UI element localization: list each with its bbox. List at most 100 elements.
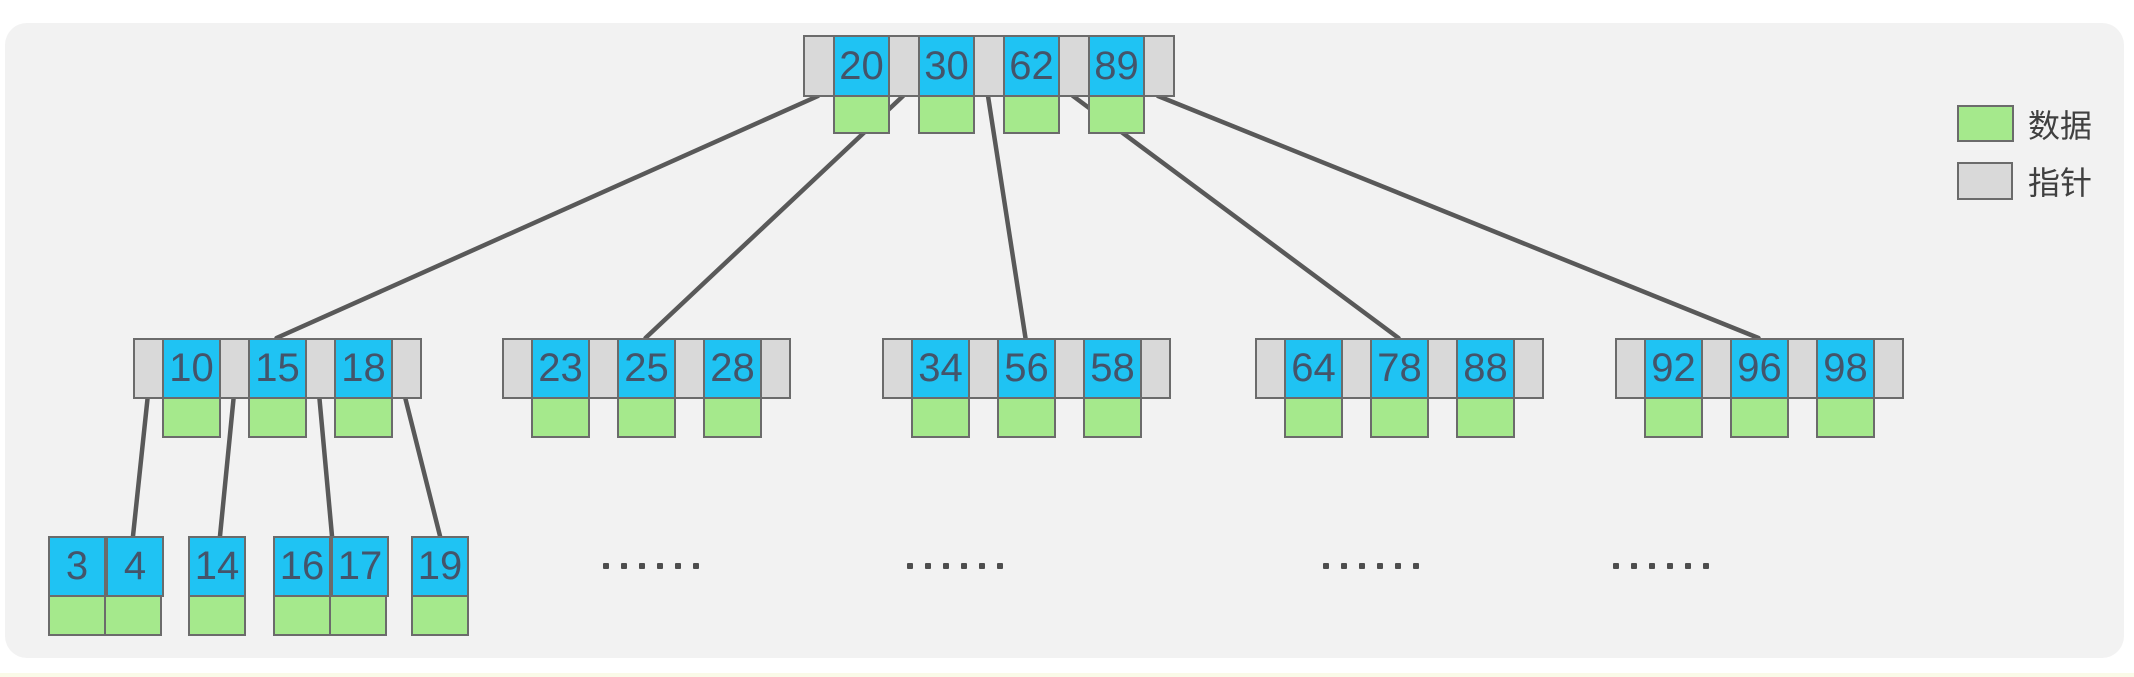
leaf-key-cell: 3 xyxy=(48,536,106,597)
data-cell xyxy=(104,595,162,636)
connector-line xyxy=(985,93,1028,341)
key-value: 98 xyxy=(1823,346,1868,390)
key-value: 30 xyxy=(924,43,969,88)
internal-node: 10 15 18 xyxy=(133,338,422,438)
data-cell xyxy=(1816,397,1875,438)
leaf-key-cell: 16 xyxy=(273,536,331,597)
data-cell xyxy=(48,595,106,636)
data-cell xyxy=(1730,397,1789,438)
pointer-swatch xyxy=(1957,162,2013,200)
key-value: 23 xyxy=(538,346,583,390)
dot xyxy=(639,563,645,569)
pointer-cell xyxy=(888,35,920,97)
dot xyxy=(603,563,609,569)
key-value: 14 xyxy=(194,544,240,588)
data-cell xyxy=(1644,397,1703,438)
data-cell xyxy=(918,95,975,134)
ellipsis-dots xyxy=(1323,563,1419,569)
data-cell xyxy=(911,397,970,438)
key-cell: 96 xyxy=(1730,338,1789,399)
connector-line xyxy=(1155,93,1761,341)
ellipsis-dots xyxy=(907,563,1003,569)
pointer-cell xyxy=(502,338,533,399)
dot xyxy=(1395,563,1401,569)
connector-line xyxy=(1070,93,1401,341)
key-value: 62 xyxy=(1009,43,1054,88)
dot xyxy=(1703,563,1709,569)
key-value: 58 xyxy=(1090,346,1135,390)
data-cell xyxy=(334,397,393,438)
pointer-cell xyxy=(133,338,164,399)
internal-node: 34 56 58 xyxy=(882,338,1171,438)
pointer-cell xyxy=(760,338,791,399)
data-cell xyxy=(997,397,1056,438)
key-value: 78 xyxy=(1377,346,1422,390)
key-cell: 15 xyxy=(248,338,307,399)
pointer-cell xyxy=(1058,35,1090,97)
connector-line xyxy=(403,396,443,539)
key-cell: 89 xyxy=(1088,35,1145,97)
key-value: 4 xyxy=(123,544,147,588)
key-cell: 98 xyxy=(1816,338,1875,399)
pointer-cell xyxy=(1701,338,1732,399)
pointer-cell xyxy=(968,338,999,399)
data-swatch xyxy=(1957,105,2014,142)
ellipsis-dots xyxy=(603,563,699,569)
pointer-cell xyxy=(674,338,705,399)
key-value: 34 xyxy=(918,346,963,390)
legend-label-pointer: 指针 xyxy=(2028,165,2093,201)
key-cell: 28 xyxy=(703,338,762,399)
pointer-cell xyxy=(1341,338,1372,399)
dot xyxy=(1341,563,1347,569)
data-cell xyxy=(833,95,890,134)
connector-line xyxy=(130,396,150,539)
pointer-cell xyxy=(973,35,1005,97)
connector-line xyxy=(217,396,236,539)
pointer-cell xyxy=(219,338,250,399)
pointer-cell xyxy=(1427,338,1458,399)
dot xyxy=(925,563,931,569)
key-value: 10 xyxy=(169,346,214,390)
key-value: 17 xyxy=(337,544,383,588)
key-value: 89 xyxy=(1094,43,1139,88)
key-cell: 10 xyxy=(162,338,221,399)
key-cell: 92 xyxy=(1644,338,1703,399)
data-cell xyxy=(1083,397,1142,438)
leaf-key-cell: 19 xyxy=(411,536,469,597)
key-value: 28 xyxy=(710,346,755,390)
bottom-divider xyxy=(0,673,2134,677)
ellipsis-dots xyxy=(1613,563,1709,569)
leaf-key-cell: 4 xyxy=(106,536,164,597)
key-cell: 62 xyxy=(1003,35,1060,97)
data-cell xyxy=(531,397,590,438)
data-cell xyxy=(703,397,762,438)
dot xyxy=(1359,563,1365,569)
legend-label-data: 数据 xyxy=(2028,107,2093,144)
pointer-cell xyxy=(1255,338,1286,399)
dot xyxy=(693,563,699,569)
key-value: 96 xyxy=(1737,346,1782,390)
key-cell: 78 xyxy=(1370,338,1429,399)
dot xyxy=(1685,563,1691,569)
internal-node: 92 96 98 xyxy=(1615,338,1904,438)
pointer-cell xyxy=(882,338,913,399)
pointer-cell xyxy=(1143,35,1175,97)
key-cell: 56 xyxy=(997,338,1056,399)
key-value: 18 xyxy=(341,346,386,390)
data-cell xyxy=(188,595,246,636)
data-cell xyxy=(1284,397,1343,438)
data-cell xyxy=(329,595,387,636)
dot xyxy=(961,563,967,569)
connector-line xyxy=(317,396,335,539)
leaf-key-cell: 17 xyxy=(331,536,389,597)
key-value: 56 xyxy=(1004,346,1049,390)
key-cell: 34 xyxy=(911,338,970,399)
key-value: 64 xyxy=(1291,346,1336,390)
dot xyxy=(1377,563,1383,569)
